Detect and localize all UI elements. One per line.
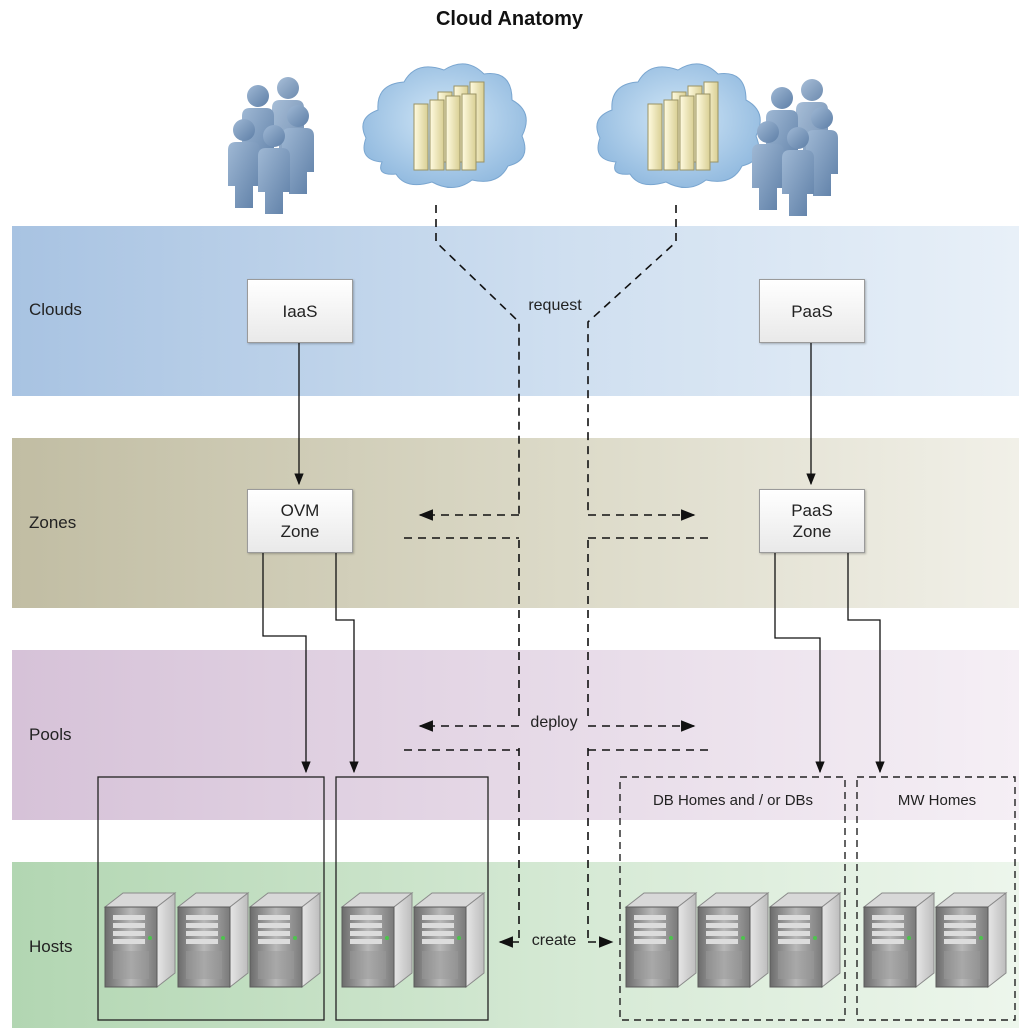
- server-tower-icon: [697, 892, 769, 988]
- diagram-title: Cloud Anatomy: [435, 8, 584, 30]
- layer-label-clouds: Clouds: [29, 300, 82, 319]
- cloud-server-icon: [596, 63, 761, 189]
- iaas-node: IaaS: [247, 279, 353, 343]
- db-homes-pool-box: [619, 776, 846, 1021]
- layer-label-zones: Zones: [29, 513, 77, 532]
- ovm-pool-2-box: [335, 776, 489, 1021]
- layer-label-hosts: Hosts: [29, 937, 73, 956]
- iaas-label: IaaS: [282, 301, 318, 321]
- server-tower-icon: [413, 892, 485, 988]
- server-tower-icon: [341, 892, 413, 988]
- mw-homes-label: MW Homes: [897, 792, 977, 809]
- paas-node: PaaS: [759, 279, 865, 343]
- server-tower-icon: [104, 892, 176, 988]
- db-homes-label: DB Homes and / or DBs: [652, 792, 814, 809]
- server-tower-icon: [935, 892, 1007, 988]
- server-tower-icon: [863, 892, 935, 988]
- paas-zone-label: PaaS Zone: [791, 501, 833, 541]
- server-tower-icon: [177, 892, 249, 988]
- cloud-server-icon: [362, 63, 527, 189]
- mw-homes-pool-box: [856, 776, 1016, 1021]
- pools-band: [12, 650, 1019, 820]
- users-icon: [752, 79, 838, 216]
- ovm-to-pool-2-arrow: [335, 552, 359, 774]
- server-tower-icon: [769, 892, 841, 988]
- paas-zone-to-db-arrow: [774, 552, 825, 774]
- server-tower-icon: [249, 892, 321, 988]
- create-label: create: [531, 932, 577, 949]
- paas-label: PaaS: [791, 301, 833, 321]
- deploy-label: deploy: [530, 714, 578, 731]
- ovm-pool-1-box: [97, 776, 325, 1021]
- users-icon: [228, 77, 314, 214]
- layer-label-pools: Pools: [29, 725, 72, 744]
- ovm-zone-label: OVM Zone: [280, 501, 320, 541]
- ovm-zone-node: OVM Zone: [247, 489, 353, 553]
- request-label: request: [528, 297, 582, 314]
- paas-zone-node: PaaS Zone: [759, 489, 865, 553]
- ovm-to-pool-1-arrow: [262, 552, 311, 774]
- server-tower-icon: [625, 892, 697, 988]
- request-path: [404, 205, 708, 948]
- paas-zone-to-mw-arrow: [847, 552, 885, 774]
